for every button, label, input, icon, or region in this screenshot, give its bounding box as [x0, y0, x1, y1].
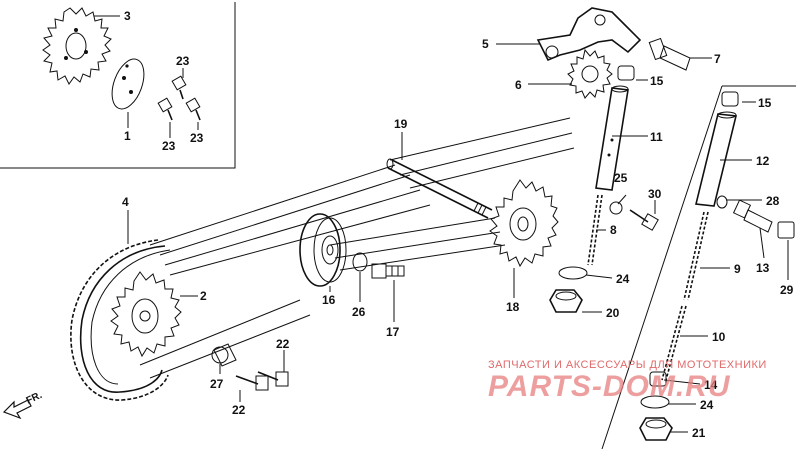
- callout-16: 16: [322, 293, 336, 307]
- callout-3: 3: [124, 9, 131, 23]
- callout-24b: 24: [700, 398, 714, 412]
- part-14-cap: [649, 371, 667, 387]
- part-12-tube: [695, 111, 737, 207]
- part-19-shaft: [386, 158, 493, 219]
- callout-23b: 23: [190, 131, 204, 145]
- callout-11: 11: [650, 130, 663, 144]
- part-4-chain: [70, 239, 171, 401]
- part-10-spring: [661, 305, 687, 381]
- part-9-spring: [683, 211, 709, 301]
- part-11-tube: [595, 85, 629, 191]
- part-7-pin: [648, 37, 691, 71]
- callout-18: 18: [506, 300, 520, 314]
- part-18-sprocket: [489, 179, 559, 268]
- part-15-cap-upper: [617, 65, 635, 81]
- watermark-tagline: ЗАПЧАСТИ И АКСЕССУАРЫ ДЛЯ МОТОТЕХНИКИ: [488, 359, 767, 371]
- chain-guide-lines: [139, 117, 575, 379]
- callout-14: 14: [704, 378, 718, 392]
- part-2-sprocket: [110, 271, 182, 358]
- part-28-oring: [716, 195, 728, 209]
- callout-27: 27: [210, 377, 224, 391]
- callout-22b: 22: [232, 403, 246, 417]
- callout-23a: 23: [176, 54, 190, 68]
- callout-25: 25: [614, 171, 628, 185]
- callout-20: 20: [606, 306, 620, 320]
- part-29-nut: [777, 221, 795, 239]
- part-21-plug: [639, 417, 673, 441]
- callout-17: 17: [386, 325, 400, 339]
- callout-9: 9: [734, 262, 741, 276]
- callout-22a: 22: [276, 337, 290, 351]
- callout-2: 2: [200, 289, 207, 303]
- callout-labels: 3 1 23 23 23 4 2 5 6 7 15 15 11 12 8 25 …: [122, 9, 794, 440]
- callout-8: 8: [610, 223, 617, 237]
- callout-26: 26: [352, 305, 366, 319]
- part-22-bolts: [235, 371, 289, 391]
- callout-1: 1: [124, 129, 131, 143]
- callout-7: 7: [714, 52, 721, 66]
- callout-19: 19: [394, 117, 408, 131]
- part-6-sprocket: [567, 48, 613, 99]
- callout-30: 30: [648, 187, 662, 201]
- callout-23c: 23: [162, 139, 176, 153]
- part-5-bracket: [536, 7, 642, 62]
- callout-5: 5: [482, 37, 489, 51]
- front-direction-label: FR.: [25, 390, 44, 407]
- callout-15b: 15: [758, 96, 772, 110]
- callout-4: 4: [122, 195, 129, 209]
- part-26-washer: [352, 252, 368, 272]
- callout-24a: 24: [616, 272, 630, 286]
- callout-28: 28: [766, 194, 780, 208]
- part-17-bolt: [371, 263, 405, 279]
- part-16-roller: [299, 213, 347, 287]
- part-15-cap-lower: [721, 91, 739, 107]
- part-24-washer-upper: [558, 266, 588, 280]
- callout-29: 29: [780, 283, 794, 297]
- watermark: ЗАПЧАСТИ И АКСЕССУАРЫ ДЛЯ МОТОТЕХНИКИ PA…: [488, 359, 767, 403]
- part-23-bolts: [157, 75, 201, 121]
- callout-6: 6: [515, 78, 522, 92]
- part-27-collar: [211, 343, 237, 367]
- callout-12: 12: [756, 154, 770, 168]
- leader-lines: [94, 15, 789, 433]
- part-25-washer: [609, 201, 623, 215]
- part-3-sprocket: [42, 7, 112, 85]
- front-direction-marker: FR.: [2, 390, 44, 420]
- inset-frame: [0, 2, 236, 169]
- part-1-plate: [111, 58, 145, 110]
- callout-15a: 15: [650, 74, 664, 88]
- part-30-bolt: [629, 209, 659, 231]
- watermark-brand: PARTS-DOM.RU: [488, 370, 731, 403]
- part-24-washer-lower: [640, 395, 670, 409]
- part-20-plug: [549, 289, 583, 313]
- right-inset-edge: [601, 85, 723, 449]
- callout-10: 10: [712, 330, 726, 344]
- callout-21: 21: [692, 426, 706, 440]
- callout-13: 13: [756, 261, 770, 275]
- part-13-screw: [732, 199, 773, 233]
